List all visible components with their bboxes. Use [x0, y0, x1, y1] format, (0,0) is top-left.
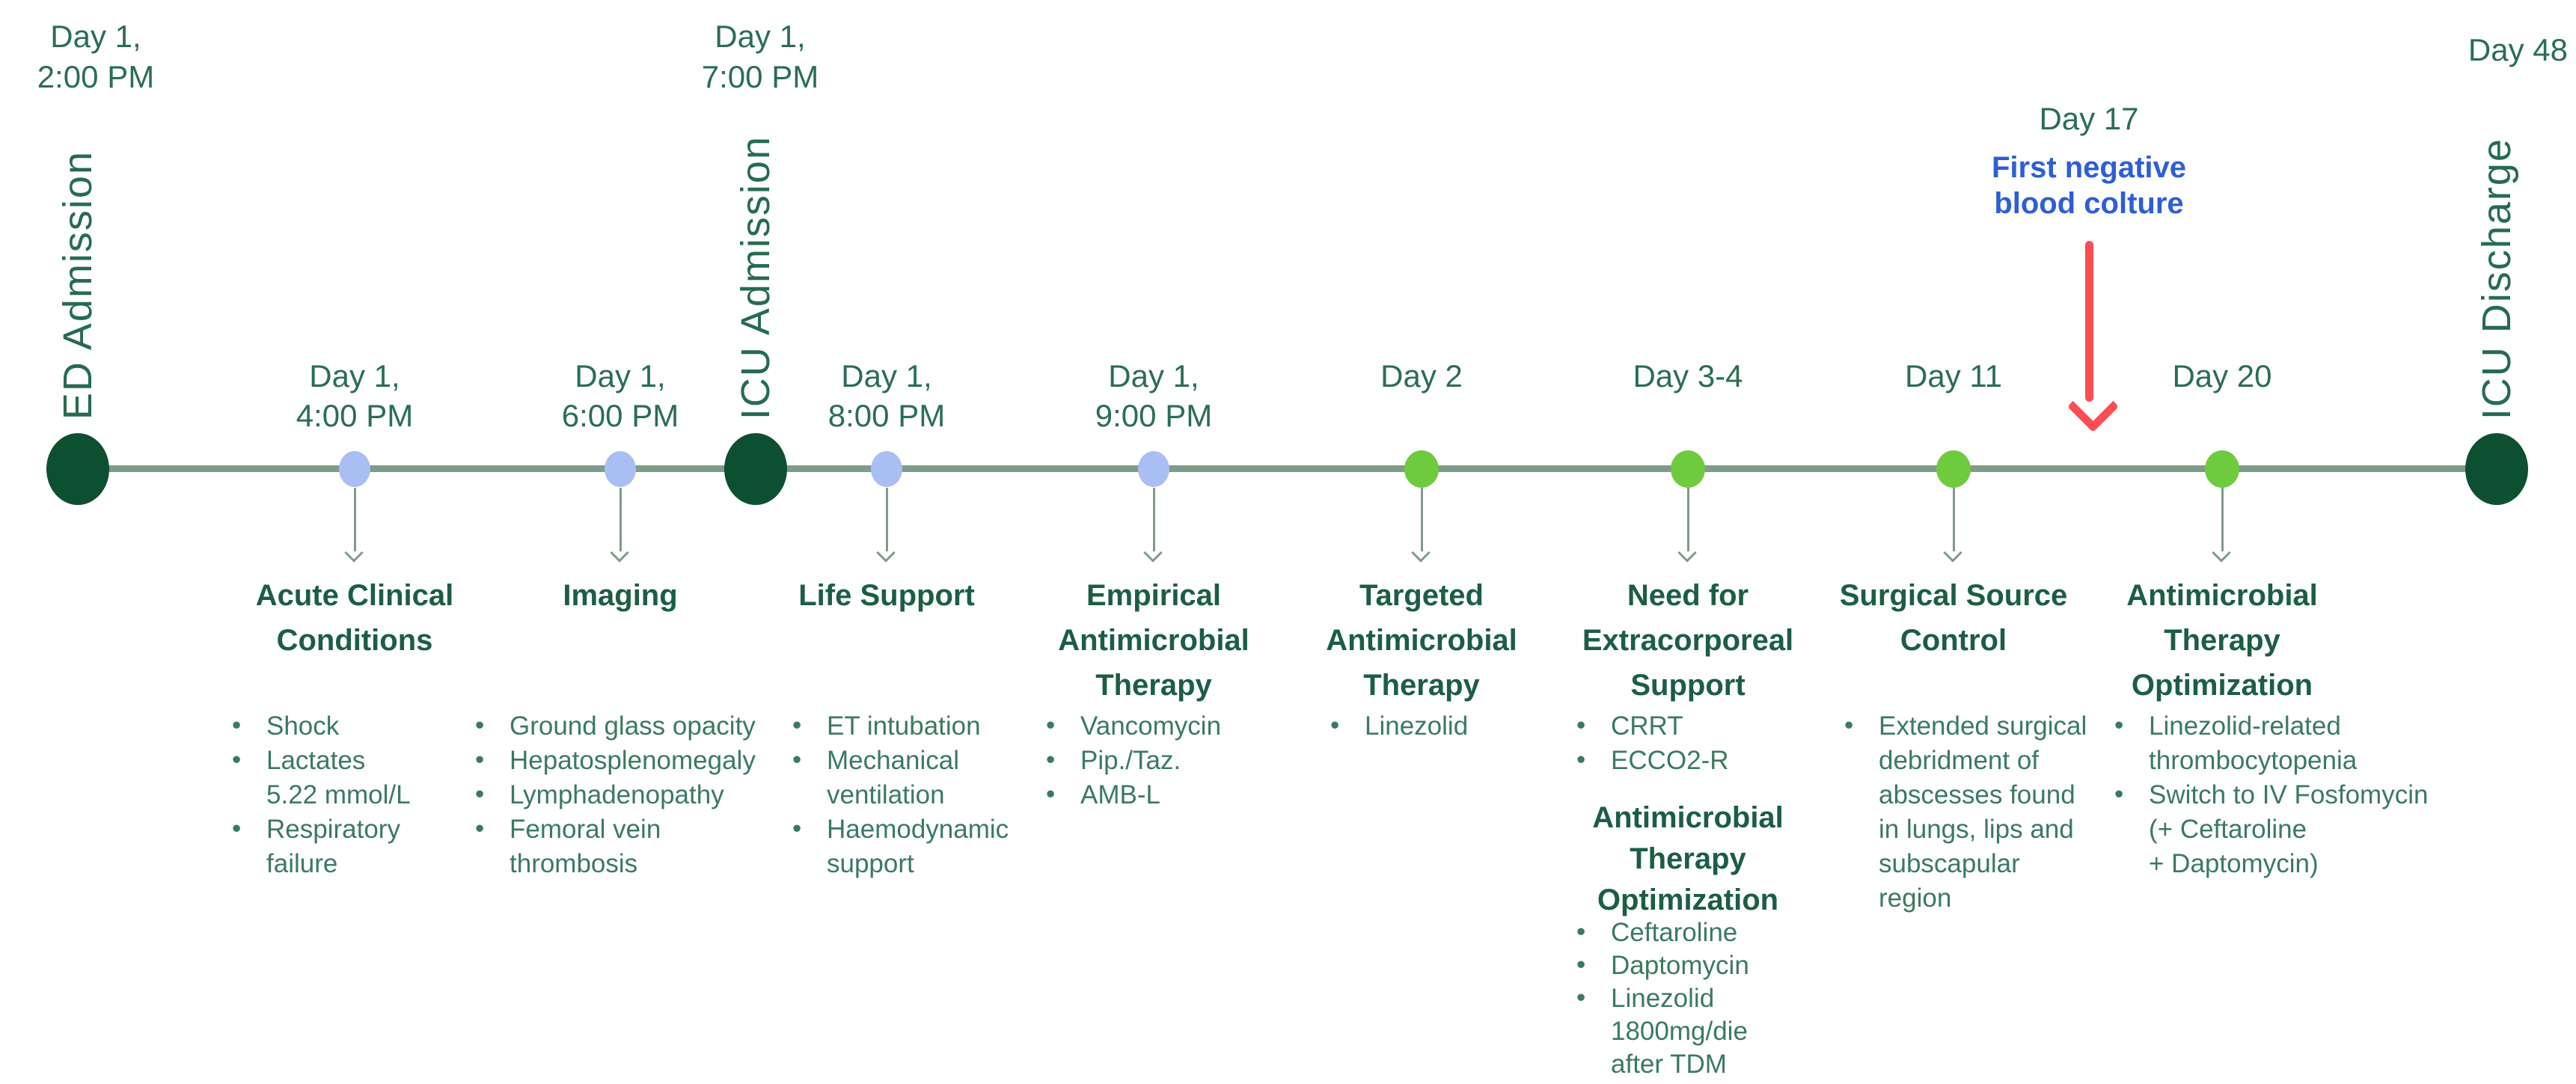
milestone-day-label: Day 20: [2172, 358, 2272, 394]
milestone-day-label: Day 2: [1380, 358, 1463, 394]
milestone-bullets: Shock Lactates 5.22 mmol/L Respiratory f…: [227, 708, 602, 881]
bullet-item: ET intubation: [788, 708, 1162, 744]
bullet-item: Vancomycin: [1041, 708, 1416, 744]
bullet-item: Linezolid-related thrombocytopenia: [2110, 708, 2484, 778]
milestone-day-label: Day 11: [1905, 358, 2002, 394]
milestone-title: Life Support: [798, 579, 975, 612]
annotation-note: First negative blood colture: [1991, 151, 2187, 220]
event-dot: [1936, 450, 1971, 488]
event-dot: [871, 451, 902, 487]
milestone-title: Empirical Antimicrobial Therapy: [1058, 579, 1249, 702]
milestone-title: Antimicrobial Therapy Optimization: [2126, 579, 2318, 702]
milestone-bullets: Ground glass opacity Hepatosplenomegaly …: [471, 708, 845, 881]
bullet-item: Linezolid 1800mg/die after TDM: [1572, 982, 1946, 1081]
milestone-sub-bullets: Ceftaroline Daptomycin Linezolid 1800mg/…: [1572, 916, 1946, 1081]
milestone-bullets: Linezolid-related thrombocytopenia Switc…: [2110, 708, 2484, 881]
timeline-endpoint-dot: [46, 433, 109, 505]
milestone-title: Imaging: [563, 579, 678, 612]
bullet-item: Hepatosplenomegaly: [471, 743, 845, 778]
milestone-title: Surgical Source Control: [1839, 579, 2068, 657]
timeline-endpoint-dot: [2465, 433, 2528, 505]
milestone-bullets: Extended surgical debridment of abscesse…: [1840, 708, 2214, 916]
bullet-item: ECCO2-R: [1572, 743, 1946, 778]
bullet-item: Daptomycin: [1572, 949, 1946, 982]
timeline-line: [78, 465, 2497, 472]
milestone-day-label: Day 1, 8:00 PM: [827, 358, 946, 433]
event-dot: [1138, 451, 1169, 487]
milestone-bullets: ET intubation Mechanical ventilation Hae…: [788, 708, 1162, 881]
milestone-bullets: Vancomycin Pip./Taz. AMB-L: [1041, 708, 1416, 812]
milestone-day-label: Day 3-4: [1633, 358, 1743, 394]
milestone-day-label: Day 1, 4:00 PM: [296, 358, 414, 433]
bullet-item: Lymphadenopathy: [471, 777, 845, 812]
ed-admission-time: Day 1, 2:00 PM: [37, 19, 155, 94]
event-dot: [339, 451, 370, 487]
event-dot: [605, 451, 636, 487]
bullet-item: Pip./Taz.: [1041, 743, 1416, 778]
bullet-item: Femoral vein thrombosis: [471, 812, 845, 881]
icu-discharge-time: Day 48: [2468, 32, 2568, 67]
bullet-item: CRRT: [1572, 708, 1946, 744]
bullet-item: AMB-L: [1041, 777, 1416, 812]
annotation-day-label: Day 17: [2039, 101, 2139, 136]
bullet-item: Switch to IV Fosfomycin (+ Ceftaroline +…: [2110, 777, 2484, 881]
bullet-item: Mechanical ventilation: [788, 743, 1162, 812]
milestone-subtitle: Antimicrobial Therapy Optimization: [1592, 801, 1784, 916]
event-dot: [2205, 450, 2239, 488]
bullet-item: Shock: [227, 708, 602, 744]
ed-admission-label: ED Admission: [55, 150, 100, 420]
event-dot: [1671, 450, 1705, 488]
milestone-title: Need for Extracorporeal Support: [1582, 579, 1794, 702]
milestone-day-label: Day 1, 6:00 PM: [561, 358, 679, 433]
bullet-item: Ceftaroline: [1572, 916, 1946, 949]
bullet-item: Respiratory failure: [227, 812, 602, 881]
bullet-item: Haemodynamic support: [788, 812, 1162, 881]
bullet-item: Linezolid: [1326, 708, 1700, 744]
icu-discharge-label: ICU Discharge: [2474, 137, 2519, 420]
milestone-title: Targeted Antimicrobial Therapy: [1326, 579, 1517, 702]
icu-admission-time: Day 1, 7:00 PM: [701, 19, 819, 94]
bullet-item: Lactates 5.22 mmol/L: [227, 743, 602, 812]
bullet-item: Extended surgical debridment of abscesse…: [1840, 708, 2214, 916]
milestone-title: Acute Clinical Conditions: [255, 579, 454, 657]
milestone-bullets: CRRT ECCO2-R: [1572, 708, 1946, 778]
milestone-day-label: Day 1, 9:00 PM: [1095, 358, 1213, 433]
milestone-bullets: Linezolid: [1326, 708, 1700, 744]
timeline-endpoint-dot: [724, 433, 787, 505]
event-dot: [1404, 450, 1439, 488]
bullet-item: Ground glass opacity: [471, 708, 845, 744]
